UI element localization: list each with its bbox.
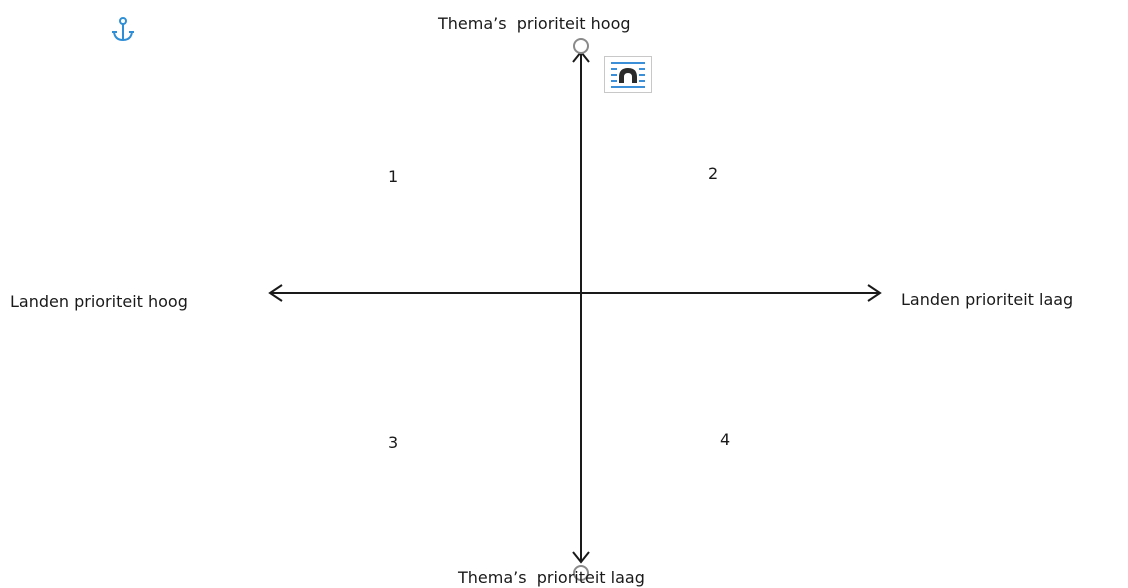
vertical-axis-arrow-down: [572, 551, 590, 564]
horizontal-axis-arrow-left: [268, 284, 283, 302]
anchor-icon-glyph: [112, 17, 134, 42]
horizontal-axis-arrow-right: [867, 284, 882, 302]
layout-options-icon[interactable]: [604, 56, 652, 93]
top-axis-label: Thema’s prioriteit hoog: [438, 14, 631, 33]
quadrant-1-label: 1: [388, 167, 399, 186]
top-resize-handle[interactable]: [573, 38, 589, 54]
right-axis-label: Landen prioriteit laag: [901, 290, 1074, 309]
quadrant-3-label: 3: [388, 433, 399, 452]
bottom-resize-handle[interactable]: [573, 565, 589, 581]
anchor-icon[interactable]: [111, 16, 135, 44]
text-wrap-glyph: [611, 62, 645, 88]
quadrant-4-label: 4: [720, 430, 731, 449]
quadrant-2-label: 2: [708, 164, 719, 183]
bottom-axis-label: Thema’s prioriteit laag: [458, 568, 645, 587]
left-axis-label: Landen prioriteit hoog: [10, 292, 188, 311]
